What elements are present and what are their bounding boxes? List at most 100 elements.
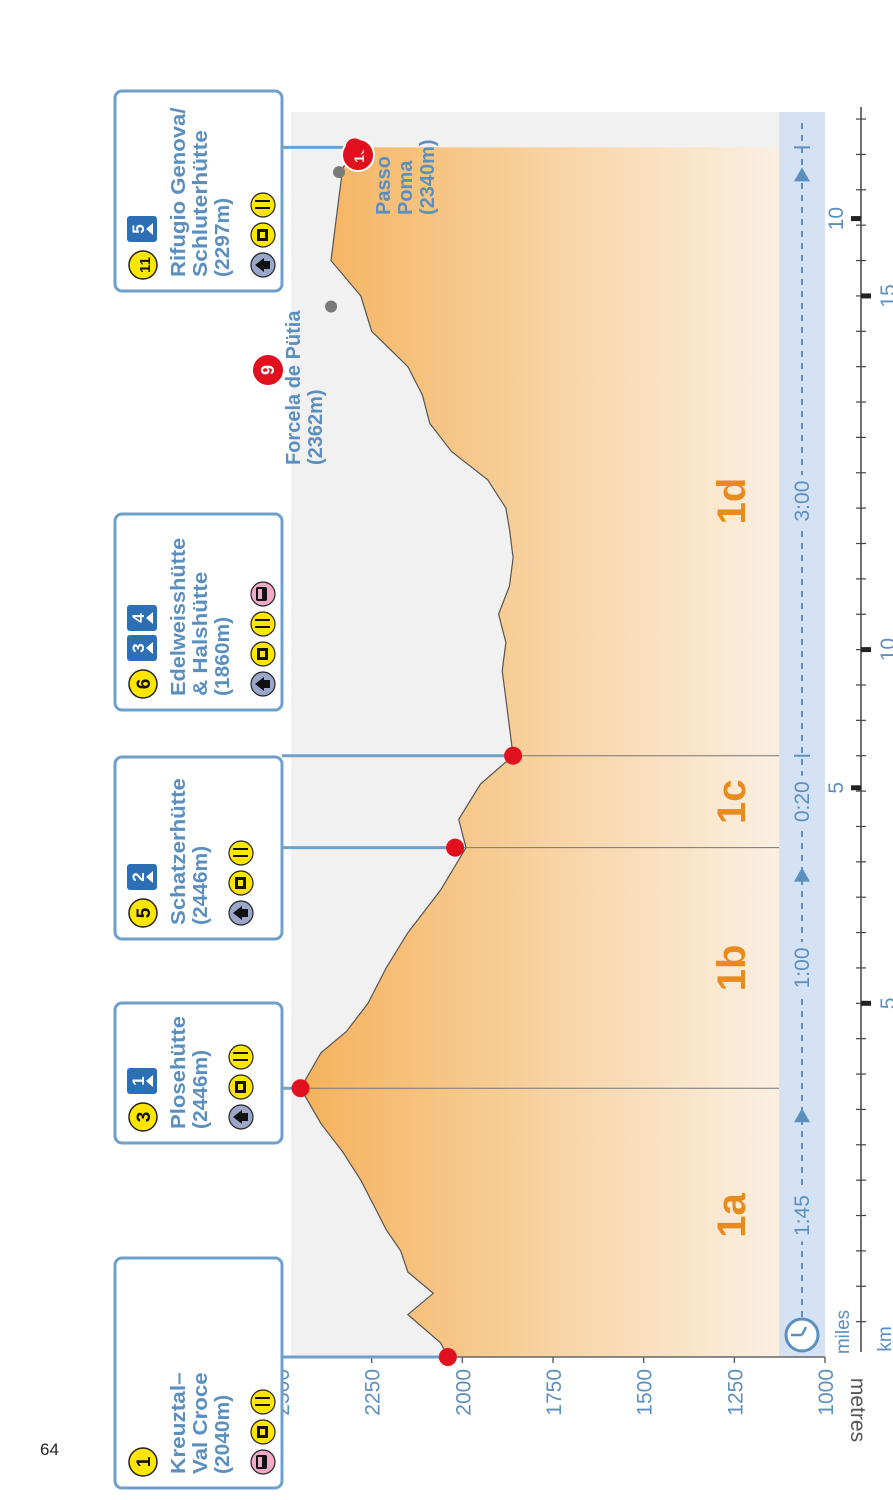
- hut-number: 3: [134, 1112, 155, 1123]
- hut-icon: [250, 671, 276, 697]
- section-label-1a: 1a: [710, 1193, 754, 1238]
- waypoint-marker: [333, 166, 346, 179]
- waypoint-marker: [438, 1348, 457, 1366]
- stage-house-icon: [146, 1075, 153, 1087]
- hut-name-line: (1860m): [212, 617, 234, 696]
- hut-name-line: Edelweisshütte: [168, 538, 190, 696]
- stage-end-badge: 2: [127, 864, 157, 890]
- hut-icon: [228, 900, 254, 926]
- stage-number: 2: [129, 872, 148, 881]
- hut-box-5: 5 2 Schatzerhütte(2446m): [113, 755, 456, 941]
- y-tick-label: 1500: [634, 1369, 657, 1416]
- section-time-bg: [789, 1189, 815, 1242]
- pass-name-line: Poma: [395, 160, 417, 215]
- restaurant-icon: [228, 840, 254, 866]
- hut-name-line: Schatzerhütte: [168, 778, 190, 925]
- waypoint-marker: [325, 300, 338, 313]
- stage-number: 5: [129, 224, 148, 233]
- hut-number: 5: [134, 907, 155, 918]
- km-tick-label: 5: [877, 997, 893, 1009]
- hut-number-badge: 5: [128, 898, 158, 928]
- stage-house-icon: [146, 612, 153, 624]
- waypoint-marker: [446, 838, 465, 857]
- restaurant-icon: [250, 611, 276, 637]
- page-number: 64: [40, 1440, 59, 1459]
- shop-icon: [228, 870, 254, 896]
- time-band: [779, 112, 825, 1357]
- hut-name-line: Val Croce: [190, 1372, 212, 1474]
- pass-name-line: Forcela de Pütia: [283, 310, 305, 465]
- section-time-1c: 0:20: [791, 781, 814, 822]
- mile-tick-label: 10: [825, 207, 848, 230]
- pass-number-badge: [251, 353, 285, 387]
- hut-name-line: (2040m): [212, 1395, 234, 1474]
- restaurant-icon: [250, 192, 276, 218]
- hut-number: 1: [134, 1456, 155, 1467]
- hut-name-line: (2297m): [212, 198, 234, 277]
- hut-name-line: Rifugio Genova/: [168, 107, 190, 277]
- hut-name-line: Schluterhütte: [190, 130, 212, 277]
- section-time-bg: [789, 475, 815, 528]
- pass-name-line: (2362m): [305, 389, 327, 465]
- hut-icon: [228, 1104, 254, 1130]
- km-tick-label: 15: [877, 284, 893, 307]
- bus-icon: [250, 581, 276, 607]
- km-tick-label: 10: [877, 638, 893, 661]
- y-tick-label: 1250: [724, 1369, 747, 1416]
- stage-end-badge: 4: [127, 605, 157, 631]
- direction-arrow: [794, 167, 810, 182]
- stage-end-badge: 5: [127, 216, 157, 242]
- section-time-1d: 3:00: [791, 481, 814, 522]
- hut-box-6: 6 3 4 Edelweisshütte& Halshütte(1860m): [113, 512, 514, 758]
- section-label-1b: 1b: [710, 945, 754, 992]
- direction-arrow: [794, 867, 810, 882]
- hut-number-badge: 3: [128, 1102, 158, 1132]
- pass-number: 9: [258, 365, 278, 375]
- miles-label: miles: [833, 1310, 854, 1354]
- pass-name-line: (2340m): [417, 139, 439, 215]
- waypoint-marker: [504, 746, 523, 765]
- stage-house-icon: [146, 871, 153, 883]
- shop-icon: [250, 641, 276, 667]
- shop-icon: [250, 222, 276, 248]
- pass-name-line: Passo: [373, 156, 395, 215]
- train-icon: [250, 1449, 276, 1475]
- section-time-1a: 1:45: [791, 1195, 814, 1236]
- stage-house-icon: [146, 642, 153, 654]
- clock-icon: [784, 1317, 820, 1353]
- hut-box-11: 11 5 Rifugio Genova/Schluterhütte(2297m): [113, 89, 355, 293]
- hut-name-line: (2446m): [190, 1050, 212, 1129]
- pass-label-9: 9 Forcela de Pütia(2362m): [251, 310, 327, 465]
- y-axis-unit-label: metres: [846, 1378, 869, 1442]
- stage-end-badge: 1: [127, 1068, 157, 1094]
- hut-number: 11: [137, 257, 154, 273]
- hut-box-frame: [113, 512, 284, 712]
- waypoint-marker: [345, 138, 364, 157]
- hut-name-line: & Halshütte: [190, 572, 212, 696]
- mile-tick-label: 5: [825, 782, 848, 794]
- hut-number: 6: [134, 679, 155, 690]
- section-time-bg: [789, 775, 815, 828]
- hut-number-badge: 6: [128, 669, 158, 699]
- stage-number: 1: [129, 1076, 148, 1085]
- stage-number: 3: [129, 643, 148, 652]
- stage-number: 4: [129, 613, 148, 623]
- section-time-bg: [789, 941, 815, 994]
- hut-name-line: Plosehütte: [168, 1016, 190, 1129]
- hut-number-badge: 11: [128, 250, 158, 280]
- section-label-1d: 1d: [710, 478, 754, 525]
- hut-number-badge: 1: [128, 1447, 158, 1477]
- shop-icon: [250, 1419, 276, 1445]
- stage-end-badge: 3: [127, 635, 157, 661]
- restaurant-icon: [228, 1044, 254, 1070]
- y-tick-label: 1750: [543, 1369, 566, 1416]
- hut-box-3: 3 1 Plosehütte(2446m): [113, 1001, 301, 1145]
- hut-name-line: (2446m): [190, 846, 212, 925]
- y-tick-label: 2250: [362, 1369, 385, 1416]
- y-tick-label: 1000: [815, 1369, 838, 1416]
- restaurant-icon: [250, 1389, 276, 1415]
- hut-box-frame: [113, 1256, 284, 1490]
- shop-icon: [228, 1074, 254, 1100]
